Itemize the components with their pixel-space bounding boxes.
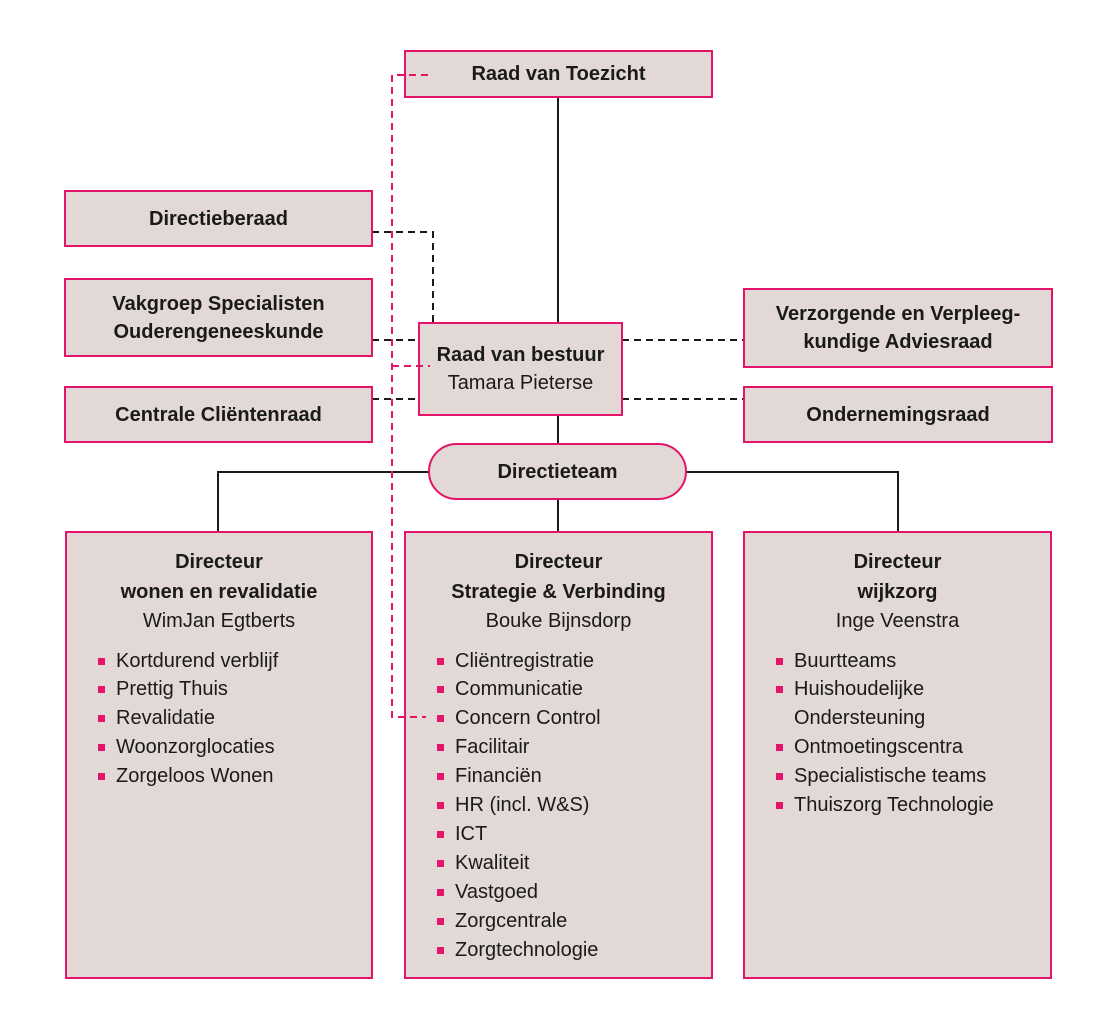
line-team-left-branch: [217, 471, 429, 533]
bullet-square-icon: [437, 715, 444, 723]
bullet-square-icon: [437, 686, 444, 694]
management-team-pill: Directieteam: [428, 443, 687, 500]
unit-item: Facilitair: [406, 733, 711, 762]
unit-list: Cliëntregistratie Communicatie Concern C…: [406, 647, 711, 965]
advisory-box-vakgroep: Vakgroep Specialisten Ouderengeneeskunde: [64, 278, 373, 357]
advisory-label: Vakgroep Specialisten: [112, 292, 325, 315]
unit-item: Revalidatie: [67, 704, 371, 733]
director-role: Directeur: [853, 551, 942, 573]
unit-item: Huishoudelijke Ondersteuning: [745, 675, 1000, 733]
unit-item: Prettig Thuis: [67, 675, 371, 704]
unit-item: Buurtteams: [745, 647, 1000, 676]
bullet-square-icon: [98, 773, 105, 781]
unit-list: Kortdurend verblijf Prettig Thuis Revali…: [67, 647, 371, 792]
unit-item: Woonzorglocaties: [67, 733, 371, 762]
bullet-square-icon: [98, 715, 105, 723]
bullet-square-icon: [437, 744, 444, 752]
bullet-square-icon: [776, 773, 783, 781]
bullet-square-icon: [437, 773, 444, 781]
director-role: Directeur: [175, 551, 263, 573]
unit-item: Kwaliteit: [406, 849, 711, 878]
advisory-label: Centrale Cliëntenraad: [115, 403, 322, 426]
executive-board-name: Tamara Pieterse: [447, 372, 594, 394]
director-area: wijkzorg: [857, 580, 938, 603]
director-name: Bouke Bijnsdorp: [485, 610, 632, 632]
bullet-square-icon: [437, 859, 444, 867]
unit-item: Concern Control: [406, 704, 711, 733]
unit-item: Thuiszorg Technologie: [745, 791, 1000, 820]
unit-item: Vastgoed: [406, 878, 711, 907]
bullet-square-icon: [776, 686, 783, 694]
director-name: WimJan Egtberts: [142, 610, 296, 632]
bullet-square-icon: [98, 657, 105, 665]
executive-board-box: Raad van bestuur Tamara Pieterse: [418, 322, 623, 416]
unit-item: Specialistische teams: [745, 762, 1000, 791]
bullet-square-icon: [437, 917, 444, 925]
management-team-label: Directieteam: [497, 460, 618, 483]
executive-board-title: Raad van bestuur: [436, 344, 605, 366]
director-box-strategie: Directeur Strategie & Verbinding Bouke B…: [404, 531, 713, 979]
unit-item: Cliëntregistratie: [406, 647, 711, 676]
unit-item: ICT: [406, 820, 711, 849]
advisory-label: Ouderengeneeskunde: [113, 320, 324, 343]
unit-item: Financiën: [406, 762, 711, 791]
bullet-square-icon: [776, 744, 783, 752]
unit-item: Ontmoetingscentra: [745, 733, 1000, 762]
director-box-wonen: Directeur wonen en revalidatie WimJan Eg…: [65, 531, 373, 979]
unit-list: Buurtteams Huishoudelijke Ondersteuning …: [745, 647, 1050, 820]
director-area: Strategie & Verbinding: [451, 580, 666, 603]
supervisory-board-box: Raad van Toezicht: [404, 50, 713, 98]
bullet-square-icon: [98, 744, 105, 752]
advisory-box-ondernemingsraad: Ondernemingsraad: [743, 386, 1053, 443]
advisory-label: Ondernemingsraad: [806, 403, 990, 426]
dashed-directieberaad-link: [372, 231, 434, 323]
bullet-square-icon: [776, 802, 783, 810]
director-area: wonen en revalidatie: [120, 580, 318, 603]
unit-item: HR (incl. W&S): [406, 791, 711, 820]
unit-item: Kortdurend verblijf: [67, 647, 371, 676]
unit-item: Zorgcentrale: [406, 907, 711, 936]
bullet-square-icon: [437, 657, 444, 665]
director-role: Directeur: [514, 551, 603, 573]
bullet-square-icon: [437, 802, 444, 810]
director-name: Inge Veenstra: [835, 610, 960, 632]
supervisory-board-title: Raad van Toezicht: [471, 63, 646, 85]
bullet-square-icon: [437, 888, 444, 896]
bullet-square-icon: [98, 686, 105, 694]
unit-item: Zorgtechnologie: [406, 936, 711, 965]
advisory-label: kundige Adviesraad: [803, 331, 993, 353]
unit-item: Communicatie: [406, 675, 711, 704]
advisory-box-adviesraad: Verzorgende en Verpleeg- kundige Adviesr…: [743, 288, 1053, 368]
director-box-wijkzorg: Directeur wijkzorg Inge Veenstra Buurtte…: [743, 531, 1052, 979]
bullet-square-icon: [437, 946, 444, 954]
bullet-square-icon: [437, 830, 444, 838]
line-team-right-branch: [686, 471, 899, 533]
advisory-box-clientenraad: Centrale Cliëntenraad: [64, 386, 373, 443]
unit-item: Zorgeloos Wonen: [67, 762, 371, 791]
advisory-label: Verzorgende en Verpleeg-: [775, 303, 1021, 325]
advisory-label: Directieberaad: [149, 207, 288, 230]
advisory-box-directieberaad: Directieberaad: [64, 190, 373, 247]
bullet-square-icon: [776, 657, 783, 665]
